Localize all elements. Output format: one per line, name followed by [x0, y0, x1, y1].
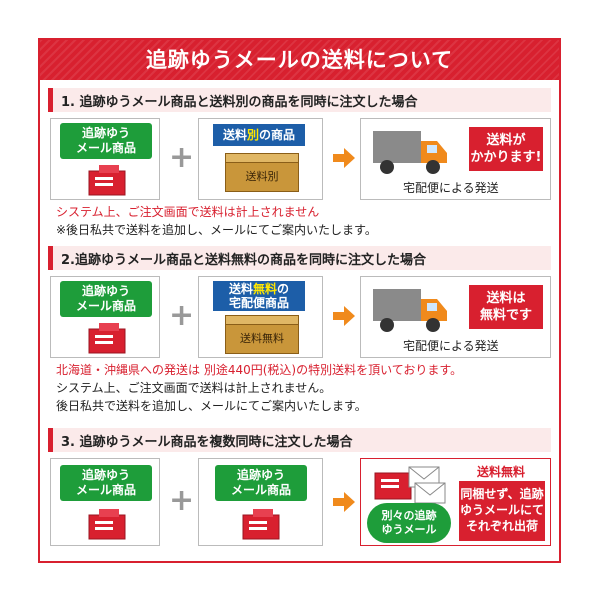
free-shipping-label: 送料無料: [477, 465, 526, 479]
arrow-right-icon: [333, 492, 355, 512]
tracking-mail-badge: 追跡ゆう メール商品: [60, 123, 152, 159]
delivery-result-card: 送料は 無料です 宅配便による発送: [360, 276, 551, 358]
separate-mail-bubble: 別々の追跡 ゆうメール: [367, 503, 451, 543]
result-message: 送料が かかります!: [469, 127, 543, 171]
section-1-heading: 1. 追跡ゆうメール商品と送料別の商品を同時に注文した場合: [48, 88, 551, 112]
free-shipping-badge: 送料無料の 宅配便商品: [213, 281, 305, 311]
arrow-right-icon: [333, 148, 355, 168]
tracking-mail-badge: 追跡ゆう メール商品: [60, 281, 152, 317]
delivery-result-card: 送料が かかります! 宅配便による発送: [360, 118, 551, 200]
plus-icon: +: [169, 298, 195, 333]
tracking-mail-card-2: 追跡ゆう メール商品: [198, 458, 323, 546]
banner-title: 追跡ゆうメールの送料について: [40, 40, 559, 80]
separate-shipping-card: 別々の追跡 ゆうメール 送料無料 同梱せず、追跡 ゆうメールにて それぞれ出荷: [360, 458, 551, 546]
mail-envelopes-icon: [374, 466, 446, 504]
tracking-mail-badge: 追跡ゆう メール商品: [60, 465, 152, 501]
shipping-info-panel: 追跡ゆうメールの送料について 1. 追跡ゆうメール商品と送料別の商品を同時に注文…: [38, 38, 561, 563]
result-message: 同梱せず、追跡 ゆうメールにて それぞれ出荷: [459, 481, 545, 541]
cardboard-box-icon: 送料無料: [225, 324, 299, 354]
note-red-1: システム上、ご注文画面で送料は計上されません: [56, 205, 320, 219]
note-2b: 後日私共で送料を追加し、メールにてご案内いたします。: [56, 399, 367, 413]
result-message: 送料は 無料です: [469, 285, 543, 329]
tracking-mail-badge: 追跡ゆう メール商品: [215, 465, 307, 501]
mailbox-icon: [88, 509, 126, 540]
free-shipping-card: 送料無料の 宅配便商品 送料無料: [198, 276, 323, 358]
shipping-extra-badge: 送料別の商品: [213, 124, 305, 146]
delivery-caption: 宅配便による発送: [403, 339, 499, 353]
section-2-heading: 2.追跡ゆうメール商品と送料無料の商品を同時に注文した場合: [48, 246, 551, 270]
section-3-heading: 3. 追跡ゆうメール商品を複数同時に注文した場合: [48, 428, 551, 452]
note-red-2: 北海道・沖縄県への発送は 別途440円(税込)の特別送料を頂いております。: [56, 363, 463, 377]
tracking-mail-card: 追跡ゆう メール商品: [50, 118, 160, 200]
mailbox-icon: [88, 323, 126, 354]
shipping-extra-card: 送料別の商品 送料別: [198, 118, 323, 200]
plus-icon: +: [169, 483, 195, 518]
note-2a: システム上、ご注文画面で送料は計上されません。: [56, 381, 332, 395]
tracking-mail-card: 追跡ゆう メール商品: [50, 458, 160, 546]
tracking-mail-card: 追跡ゆう メール商品: [50, 276, 160, 358]
delivery-truck-icon: [373, 289, 447, 332]
delivery-caption: 宅配便による発送: [403, 181, 499, 195]
mailbox-icon: [88, 165, 126, 196]
plus-icon: +: [169, 140, 195, 175]
cardboard-box-icon: 送料別: [225, 162, 299, 192]
note-1: ※後日私共で送料を追加し、メールにてご案内いたします。: [56, 223, 377, 237]
arrow-right-icon: [333, 306, 355, 326]
mailbox-icon: [242, 509, 280, 540]
delivery-truck-icon: [373, 131, 447, 174]
